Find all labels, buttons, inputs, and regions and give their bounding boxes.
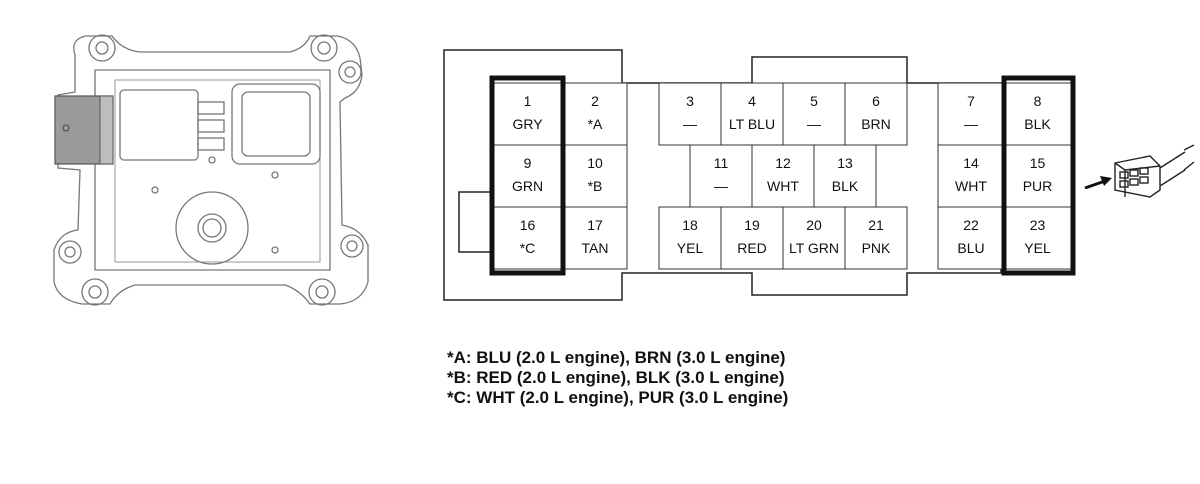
pin-wire-color: *A [588, 116, 603, 132]
pin-cell-box [562, 206, 628, 270]
pin-wire-color: *B [588, 178, 603, 194]
pin-number: 4 [748, 93, 756, 109]
pin-cell-4: 4 LT BLU [720, 82, 784, 146]
pin-wire-color: YEL [677, 240, 704, 256]
pin-number: 22 [963, 217, 979, 233]
pin-cell-11: 11 — [689, 144, 753, 208]
pin-cell-box [493, 82, 562, 146]
left-pin-block-border [489, 75, 566, 276]
module-illustration [53, 34, 369, 306]
pin-number: 14 [963, 155, 979, 171]
pin-cell-3: 3— [658, 82, 722, 146]
pin-number: 8 [1034, 93, 1042, 109]
pin-wire-color: GRN [512, 178, 543, 194]
pin-wire-color: GRY [512, 116, 543, 132]
right-pin-block-border [1001, 75, 1076, 276]
pin-number: 16 [520, 217, 536, 233]
pin-cell-10: 10 *B [562, 144, 628, 208]
pin-cell-20: 20 LT GRN [782, 206, 846, 270]
pin-number: 1 [524, 93, 532, 109]
pin-cell-box [658, 206, 722, 270]
pin-number: 13 [837, 155, 853, 171]
pin-number: 17 [587, 217, 603, 233]
pin-wire-color: PUR [1023, 178, 1053, 194]
pin-cell-box [937, 144, 1005, 208]
pin-number: 11 [714, 155, 729, 171]
pin-number: 12 [775, 155, 791, 171]
pin-wire-color: RED [737, 240, 767, 256]
pin-wire-color: TAN [582, 240, 609, 256]
note-c: *C: WHT (2.0 L engine), PUR (3.0 L engin… [447, 388, 789, 407]
pin-wire-color: BRN [861, 116, 891, 132]
pin-cell-box [844, 82, 908, 146]
pin-cell-box [493, 206, 562, 270]
note-a: *A: BLU (2.0 L engine), BRN (3.0 L engin… [447, 348, 786, 367]
pin-cell-box [813, 144, 877, 208]
pin-cell-box [751, 144, 815, 208]
pin-cell-5: 5— [782, 82, 846, 146]
pin-cell-box [1003, 82, 1072, 146]
pin-wire-color: — [807, 116, 821, 132]
pin-wire-color: LT BLU [729, 116, 775, 132]
pin-wire-color: WHT [955, 178, 987, 194]
pin-cell-box [844, 206, 908, 270]
pin-number: 3 [686, 93, 694, 109]
note-b: *B: RED (2.0 L engine), BLK (3.0 L engin… [447, 368, 785, 387]
pin-cell-box [782, 82, 846, 146]
pin-wire-color: BLU [957, 240, 984, 256]
pin-number: 19 [744, 217, 760, 233]
pin-cell-2: 2 *A [562, 82, 628, 146]
pin-number: 5 [810, 93, 818, 109]
pin-number: 9 [524, 155, 532, 171]
pin-cell-box [689, 144, 753, 208]
pin-cell-box [937, 82, 1005, 146]
pin-cell-box [782, 206, 846, 270]
pin-wire-color: BLK [832, 178, 859, 194]
pin-number: 18 [682, 217, 698, 233]
pin-number: 7 [967, 93, 975, 109]
pin-wire-color: — [964, 116, 978, 132]
pin-wire-color: PNK [862, 240, 891, 256]
pin-wire-color: — [683, 116, 697, 132]
mating-connector-icon [1114, 144, 1195, 198]
pin-wire-color: YEL [1024, 240, 1051, 256]
wire-color-notes: *A: BLU (2.0 L engine), BRN (3.0 L engin… [447, 348, 788, 408]
pin-wire-color: WHT [767, 178, 799, 194]
pin-number: 20 [806, 217, 822, 233]
pin-number: 21 [868, 217, 884, 233]
pin-cell-box [658, 82, 722, 146]
pin-wire-color: *C [520, 240, 536, 256]
pin-number: 15 [1030, 155, 1046, 171]
pin-wire-color: BLK [1024, 116, 1051, 132]
pin-cell-box [493, 144, 562, 208]
pin-cell-16: 16 *C [493, 206, 562, 270]
pin-wire-color: LT GRN [789, 240, 839, 256]
pin-wire-color: — [714, 178, 728, 194]
pin-cell-7: 7— [937, 82, 1005, 146]
pin-cell-box [562, 144, 628, 208]
pin-cell-box [1003, 206, 1072, 270]
pin-number: 10 [587, 155, 603, 171]
pin-number: 6 [872, 93, 880, 109]
pin-number: 2 [591, 93, 599, 109]
pin-number: 23 [1030, 217, 1046, 233]
